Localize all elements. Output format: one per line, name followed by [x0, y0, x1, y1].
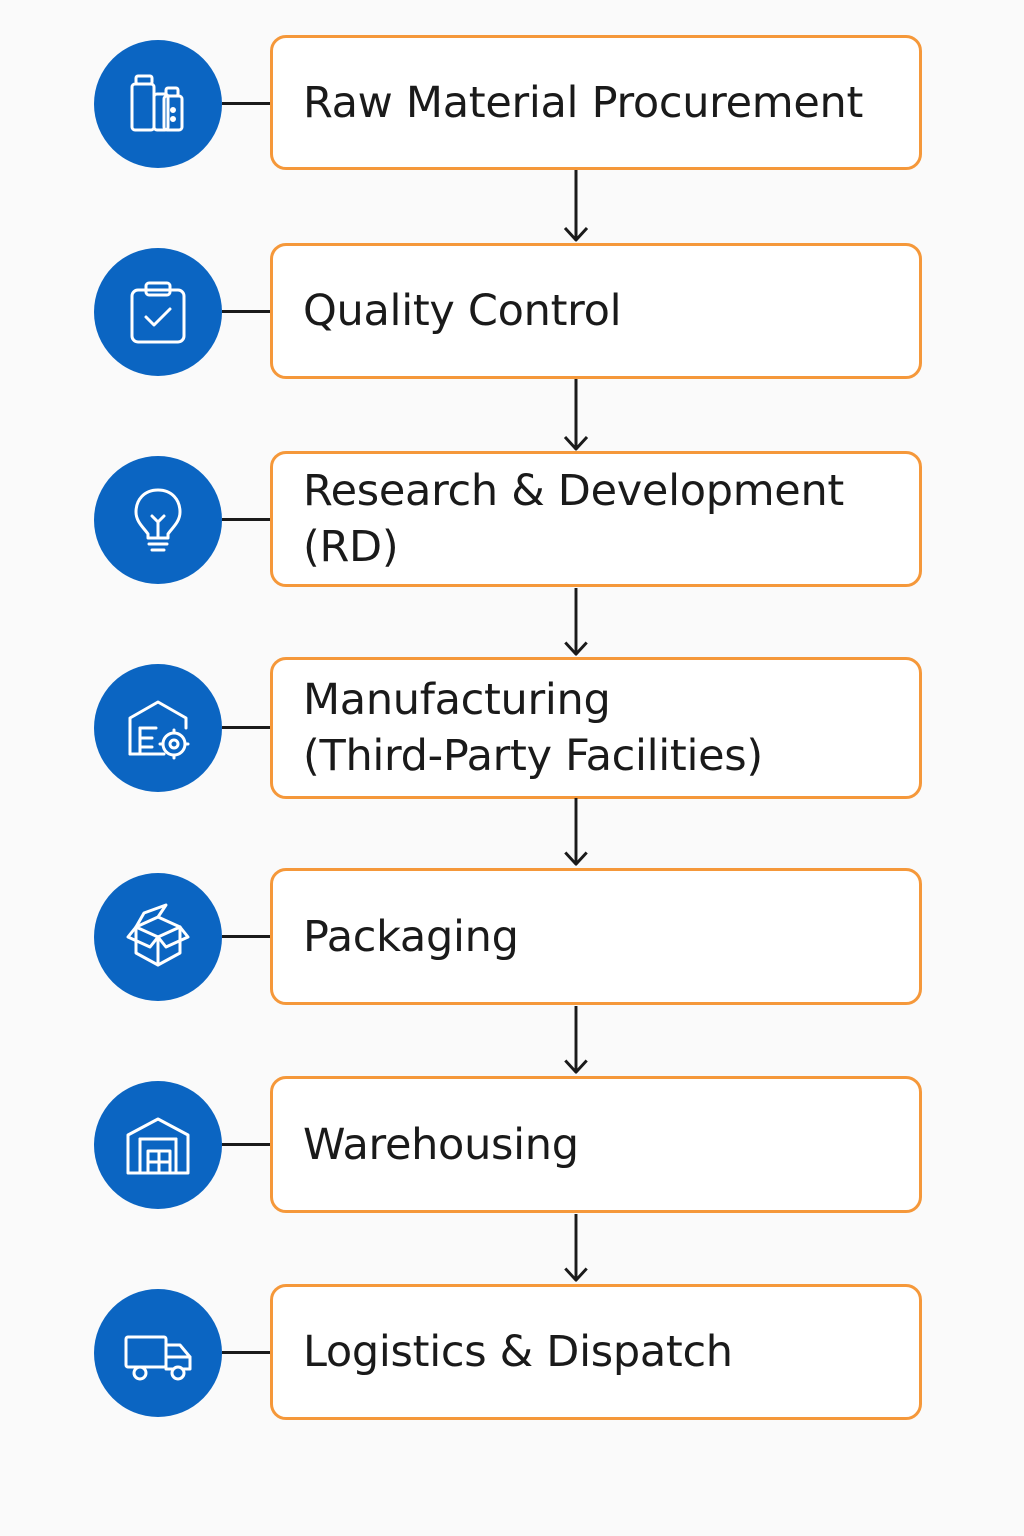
- lightbulb-icon: [134, 488, 182, 552]
- step-box: Logistics & Dispatch: [270, 1284, 922, 1420]
- icon-badge: [94, 248, 222, 376]
- step-label: Quality Control: [303, 286, 622, 336]
- clipboard-check-icon: [130, 281, 186, 344]
- arrow-down: [564, 588, 588, 656]
- step-label: Research & Development (RD): [303, 466, 844, 572]
- step-label: Logistics & Dispatch: [303, 1327, 733, 1377]
- step-warehousing: Warehousing: [0, 1075, 1024, 1215]
- step-label: Manufacturing (Third-Party Facilities): [303, 675, 763, 781]
- connector-line: [222, 1351, 270, 1354]
- arrow-down: [564, 379, 588, 451]
- step-box: Quality Control: [270, 243, 922, 379]
- step-box: Warehousing: [270, 1076, 922, 1213]
- connector-line: [222, 935, 270, 938]
- step-box: Research & Development (RD): [270, 451, 922, 587]
- connector-line: [222, 726, 270, 729]
- factory-gear-icon: [128, 700, 190, 760]
- step-box: Packaging: [270, 868, 922, 1005]
- connector-line: [222, 310, 270, 313]
- icon-badge: [94, 456, 222, 584]
- icon-badge: [94, 1081, 222, 1209]
- connector-line: [222, 1143, 270, 1146]
- arrow-down: [564, 798, 588, 866]
- icon-badge: [94, 1289, 222, 1417]
- icon-badge: [94, 664, 222, 792]
- warehouse-icon: [126, 1117, 190, 1175]
- arrow-down: [564, 1006, 588, 1074]
- step-packaging: Packaging: [0, 867, 1024, 1007]
- icon-badge: [94, 40, 222, 168]
- step-box: Manufacturing (Third-Party Facilities): [270, 657, 922, 799]
- step-box: Raw Material Procurement: [270, 35, 922, 170]
- arrow-down: [564, 170, 588, 242]
- connector-line: [222, 102, 270, 105]
- step-research-development: Research & Development (RD): [0, 450, 1024, 590]
- connector-line: [222, 518, 270, 521]
- truck-icon: [124, 1335, 192, 1381]
- materials-icon: [130, 74, 184, 132]
- step-manufacturing: Manufacturing (Third-Party Facilities): [0, 657, 1024, 799]
- open-box-icon: [126, 903, 190, 967]
- step-quality-control: Quality Control: [0, 242, 1024, 382]
- icon-badge: [94, 873, 222, 1001]
- step-label: Raw Material Procurement: [303, 77, 864, 128]
- step-label: Packaging: [303, 911, 519, 962]
- arrow-down: [564, 1214, 588, 1282]
- step-label: Warehousing: [303, 1119, 579, 1170]
- step-logistics-dispatch: Logistics & Dispatch: [0, 1283, 1024, 1423]
- step-raw-material-procurement: Raw Material Procurement: [0, 34, 1024, 174]
